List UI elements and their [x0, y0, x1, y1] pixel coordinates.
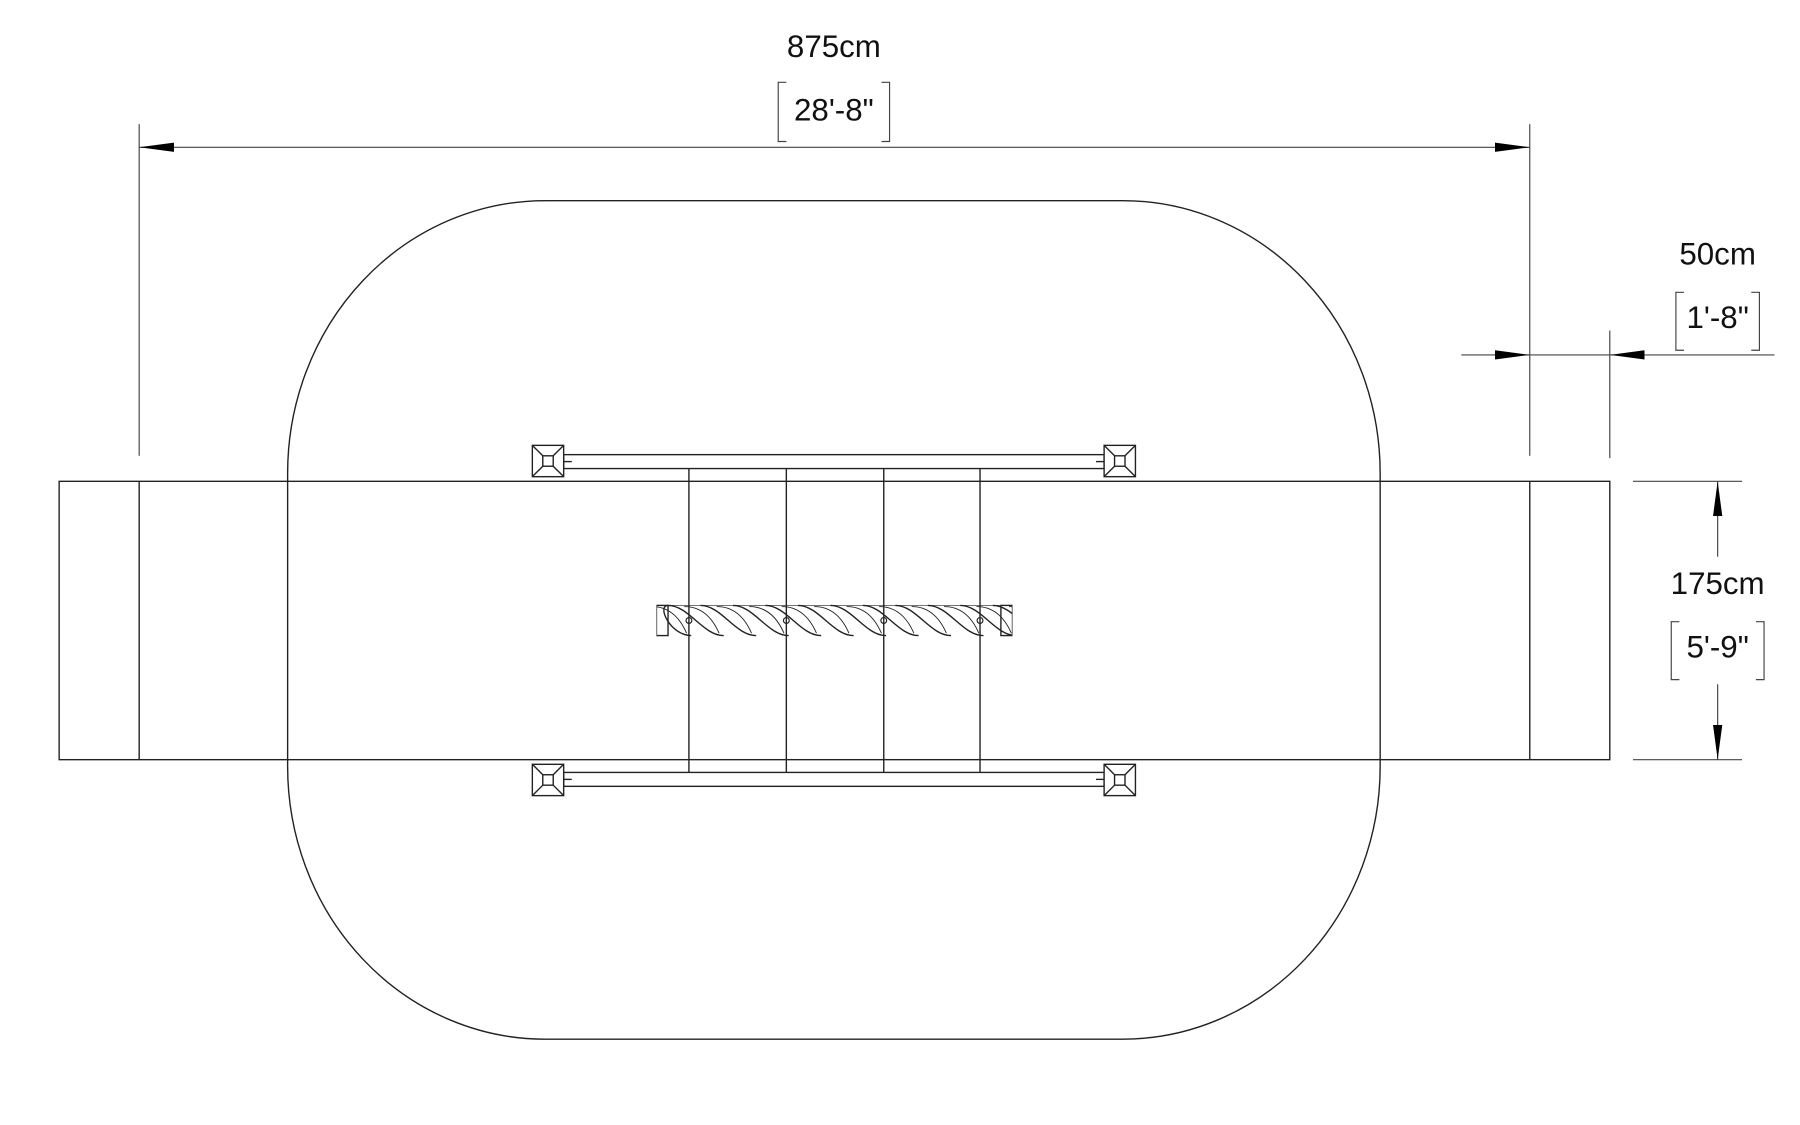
- bottom-rail: [562, 771, 1105, 788]
- post: [531, 444, 565, 478]
- cables: [688, 468, 981, 773]
- width-imperial: 5'-9": [1686, 630, 1748, 665]
- width-dimension: 175cm 5'-9": [1632, 480, 1765, 761]
- safety-zone-outline: [286, 199, 1381, 1040]
- top-rail: [562, 453, 1105, 470]
- end-offset-dimension: 50cm 1'-8": [1461, 236, 1775, 459]
- post: [1103, 763, 1137, 797]
- length-metric: 875cm: [787, 29, 881, 64]
- post: [1103, 444, 1137, 478]
- offset-metric: 50cm: [1679, 236, 1756, 271]
- offset-imperial: 1'-8": [1686, 300, 1748, 335]
- twisted-rope: [603, 597, 1059, 644]
- bridge-deck: [58, 480, 1611, 761]
- post: [531, 763, 565, 797]
- length-imperial: 28'-8": [794, 93, 874, 128]
- overall-length-dimension: 875cm 28'-8": [138, 29, 1531, 456]
- width-metric: 175cm: [1671, 566, 1765, 601]
